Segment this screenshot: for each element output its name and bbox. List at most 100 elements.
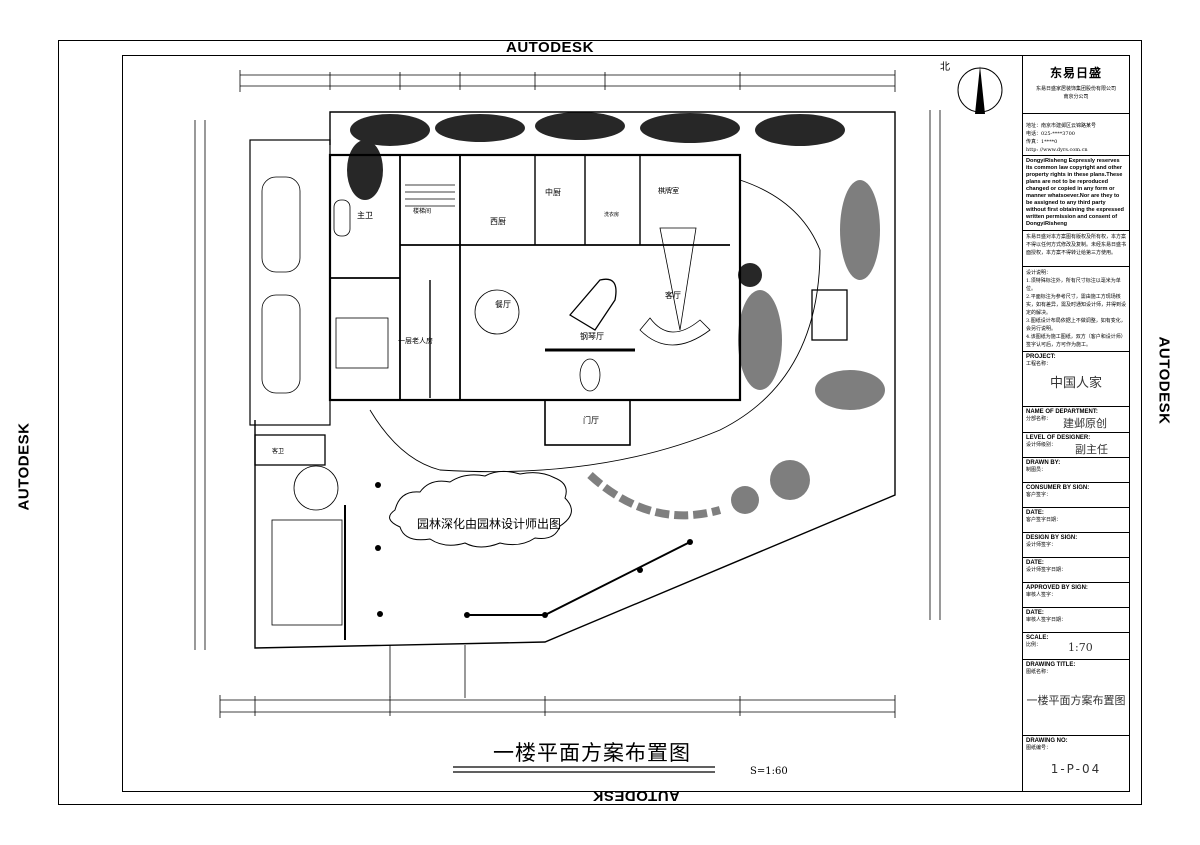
website: http: //www.dyrs.com.cn bbox=[1026, 147, 1088, 153]
room-label-elder-room: 一层老人房 bbox=[398, 336, 433, 345]
field-label-en: DRAWN BY: bbox=[1026, 460, 1061, 466]
field-label-en: DATE: bbox=[1026, 610, 1044, 616]
copyright-en-text: DongyiRisheng Expressly reserves its com… bbox=[1026, 158, 1124, 227]
field-label-en: PROJECT: bbox=[1026, 354, 1056, 360]
field-value: 建邺原创 bbox=[1063, 417, 1107, 430]
copyright-en: DongyiRisheng Expressly reserves its com… bbox=[1023, 156, 1129, 231]
field-label-en: APPROVED BY SIGN: bbox=[1026, 585, 1088, 591]
field-label-en: NAME OF DEPARTMENT: bbox=[1026, 409, 1098, 415]
field-label-en: DATE: bbox=[1026, 510, 1044, 516]
notes-title: 设计说明： bbox=[1026, 270, 1052, 276]
field-value: 中国人家 bbox=[1049, 376, 1102, 391]
field-label-en: LEVEL OF DESIGNER: bbox=[1026, 435, 1091, 441]
design-notes: 设计说明： 1.须特殊标注外，所有尺寸标注以毫米为单位。 2.平面标注为参考尺寸… bbox=[1023, 267, 1129, 352]
field-approved-date: DATE: 审核人签字日期： bbox=[1023, 608, 1129, 633]
dimension-lines-bottom bbox=[219, 695, 896, 718]
field-label-en: DRAWING NO: bbox=[1026, 738, 1068, 744]
rug bbox=[579, 358, 601, 392]
field-design-date: DATE: 设计师签字日期： bbox=[1023, 558, 1129, 583]
room-label-dining: 餐厅 bbox=[495, 300, 511, 309]
car-1 bbox=[261, 176, 301, 273]
watermark-right: AUTODESK bbox=[1155, 336, 1173, 425]
field-drawing-no: DRAWING NO: 图纸编号： 1-P-04 bbox=[1023, 736, 1129, 791]
field-label-en: CONSUMER BY SIGN: bbox=[1026, 485, 1090, 491]
field-designer-level: LEVEL OF DESIGNER: 设计师级别： 副主任 bbox=[1023, 433, 1129, 458]
copyright-cn: 东易日盛对本方案图有版权及所有权，本方案不得以任何方式修改及复制。未经东易日盛书… bbox=[1023, 231, 1129, 267]
field-label-cn: 设计师签字日期： bbox=[1026, 567, 1067, 573]
field-drawing-title: DRAWING TITLE: 图纸名称： 一楼平面方案布置图 bbox=[1023, 660, 1129, 736]
field-drawn-by: DRAWN BY: 制图员： bbox=[1023, 458, 1129, 483]
field-label-en: DRAWING TITLE: bbox=[1026, 662, 1076, 668]
north-label: 北 bbox=[940, 62, 950, 73]
vegetation bbox=[347, 112, 885, 514]
floor-plan: 主卫 楼梯间 西厨 中厨 棋牌室 洗衣房 餐厅 钢琴厅 客厅 一层老人房 门厅 … bbox=[194, 70, 941, 773]
field-label-en: SCALE: bbox=[1026, 635, 1049, 641]
garden-wall bbox=[465, 541, 691, 616]
study-table bbox=[271, 519, 343, 626]
room-label-chess-room: 棋牌室 bbox=[658, 186, 679, 195]
dining-table bbox=[474, 289, 520, 335]
note-item: 4.该图纸为施工图纸，双方（客户和设计师）签字认可后，方可作为施工。 bbox=[1026, 334, 1126, 348]
pergola bbox=[811, 289, 848, 341]
field-label-cn: 图纸编号： bbox=[1026, 745, 1052, 751]
field-project: PROJECT: 工程名称： 中国人家 bbox=[1023, 352, 1129, 407]
field-consumer-date: DATE: 客户签字日期： bbox=[1023, 508, 1129, 533]
garden-path bbox=[369, 179, 821, 473]
field-consumer-sign: CONSUMER BY SIGN: 客户签字： bbox=[1023, 483, 1129, 508]
field-scale: SCALE: 比例： 1:70 bbox=[1023, 633, 1129, 660]
room-label-guest-bath: 客卫 bbox=[272, 447, 284, 455]
copyright-cn-text: 东易日盛对本方案图有版权及所有权，本方案不得以任何方式修改及复制。未经东易日盛书… bbox=[1026, 234, 1127, 256]
bed bbox=[335, 317, 389, 369]
field-label-en: DESIGN BY SIGN: bbox=[1026, 535, 1078, 541]
field-approved-sign: APPROVED BY SIGN: 审核人签字： bbox=[1023, 583, 1129, 608]
living-lamp bbox=[659, 227, 697, 331]
foyer-outline bbox=[544, 399, 631, 446]
field-label-cn: 制图员： bbox=[1026, 467, 1047, 473]
spiral-stair bbox=[293, 465, 339, 511]
garden-note: 园林深化由园林设计师出图 bbox=[417, 517, 562, 531]
guest-bath bbox=[254, 434, 326, 466]
field-label-cn: 审核人签字： bbox=[1026, 592, 1057, 598]
north-arrow-icon bbox=[957, 66, 1003, 114]
outer-frame bbox=[58, 40, 1142, 805]
car-2 bbox=[261, 294, 301, 394]
room-label-laundry: 洗衣房 bbox=[604, 211, 619, 218]
columns bbox=[375, 482, 693, 618]
piano bbox=[569, 278, 617, 331]
field-label-cn: 客户签字日期： bbox=[1026, 517, 1062, 523]
company-logo: 东易日盛 bbox=[1049, 66, 1102, 80]
living-sofa bbox=[639, 317, 711, 346]
company-header: 东易日盛 东易日盛家居装饰集团股份有限公司 南京分公司 bbox=[1023, 56, 1129, 114]
note-item: 2.平面标注为参考尺寸，需由施工方现场核实，如有差异，需及时通知设计师，并得到设… bbox=[1026, 294, 1127, 316]
stairs bbox=[405, 184, 455, 207]
contact-info: 地址：南京市建邺区云锦路某号 电话：025-****3700 传真：1****0… bbox=[1023, 114, 1129, 156]
room-label-western-kitchen: 西厨 bbox=[490, 217, 506, 226]
room-label-stair: 楼梯间 bbox=[413, 207, 431, 215]
fax: 传真：1****0 bbox=[1026, 139, 1058, 145]
site-boundary bbox=[254, 111, 896, 649]
field-label-cn: 工程名称： bbox=[1026, 361, 1052, 367]
dimension-lines-sides bbox=[194, 110, 941, 650]
drawing-scale: S=1:60 bbox=[750, 766, 788, 777]
note-item: 3.图纸设计布局依据上不做调整，如有变化，会另行说明。 bbox=[1026, 318, 1126, 332]
company-branch: 南京分公司 bbox=[1063, 94, 1089, 100]
room-label-foyer: 门厅 bbox=[583, 415, 599, 425]
field-value: 副主任 bbox=[1075, 443, 1108, 456]
field-label-en: DATE: bbox=[1026, 560, 1044, 566]
field-design-sign: DESIGN BY SIGN: 设计师签字： bbox=[1023, 533, 1129, 558]
field-label-cn: 审核人签字日期： bbox=[1026, 617, 1067, 623]
stepping-stones bbox=[587, 472, 722, 520]
drawing-title: 一楼平面方案布置图 bbox=[493, 741, 691, 765]
garden-cloud bbox=[389, 470, 572, 548]
field-label-cn: 分部名称： bbox=[1026, 416, 1052, 422]
title-block: 东易日盛 东易日盛家居装饰集团股份有限公司 南京分公司 地址：南京市建邺区云锦路… bbox=[1022, 55, 1130, 792]
field-department: NAME OF DEPARTMENT: 分部名称： 建邺原创 bbox=[1023, 407, 1129, 433]
room-label-living: 客厅 bbox=[665, 290, 681, 300]
field-label-cn: 客户签字： bbox=[1026, 492, 1052, 498]
field-label-cn: 设计师签字： bbox=[1026, 542, 1057, 548]
company-name: 东易日盛家居装饰集团股份有限公司 bbox=[1035, 86, 1116, 92]
room-label-master-bath: 主卫 bbox=[357, 210, 373, 220]
watermark-top: AUTODESK bbox=[506, 39, 594, 56]
field-label-cn: 比例： bbox=[1026, 642, 1042, 648]
field-value: 一楼平面方案布置图 bbox=[1026, 694, 1126, 707]
